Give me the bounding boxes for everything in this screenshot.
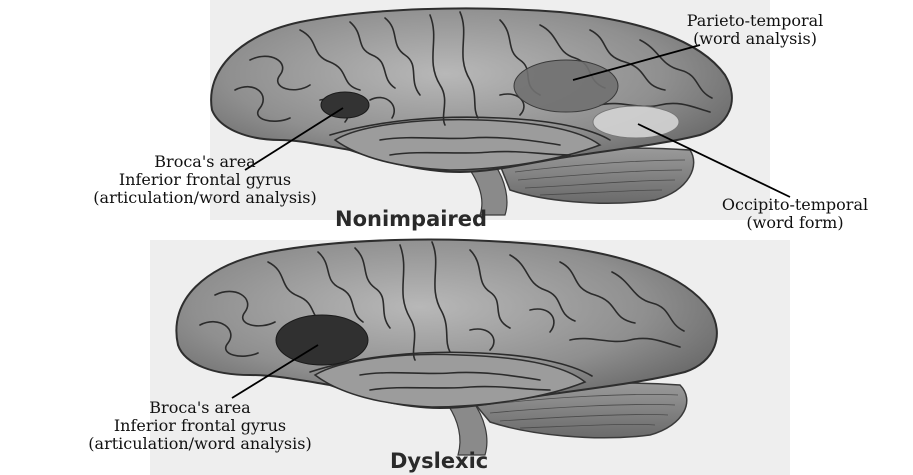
label-broca-bottom: Broca's area Inferior frontal gyrus (art… xyxy=(0,399,400,453)
label-broca-top: Broca's area Inferior frontal gyrus (art… xyxy=(0,153,410,207)
label-broca-bottom-line3: (articulation/word analysis) xyxy=(0,435,400,453)
parieto-temporal-area-top xyxy=(514,60,618,112)
broca-area-top xyxy=(321,92,369,118)
label-broca-top-line2: Inferior frontal gyrus xyxy=(0,171,410,189)
caption-nonimpaired: Nonimpaired xyxy=(335,207,487,231)
label-broca-bottom-line1: Broca's area xyxy=(0,399,400,417)
occipito-temporal-area-top xyxy=(593,106,679,138)
caption-dyslexic: Dyslexic xyxy=(390,449,488,473)
label-parieto-line1: Parieto-temporal xyxy=(635,12,875,30)
label-parieto-temporal: Parieto-temporal (word analysis) xyxy=(635,12,875,48)
label-broca-top-line1: Broca's area xyxy=(0,153,410,171)
label-broca-bottom-line2: Inferior frontal gyrus xyxy=(0,417,400,435)
label-occipito-line2: (word form) xyxy=(680,214,910,232)
broca-area-bottom xyxy=(276,315,368,365)
label-broca-top-line3: (articulation/word analysis) xyxy=(0,189,410,207)
label-occipito-line1: Occipito-temporal xyxy=(680,196,910,214)
label-parieto-line2: (word analysis) xyxy=(635,30,875,48)
label-occipito-temporal: Occipito-temporal (word form) xyxy=(680,196,910,232)
